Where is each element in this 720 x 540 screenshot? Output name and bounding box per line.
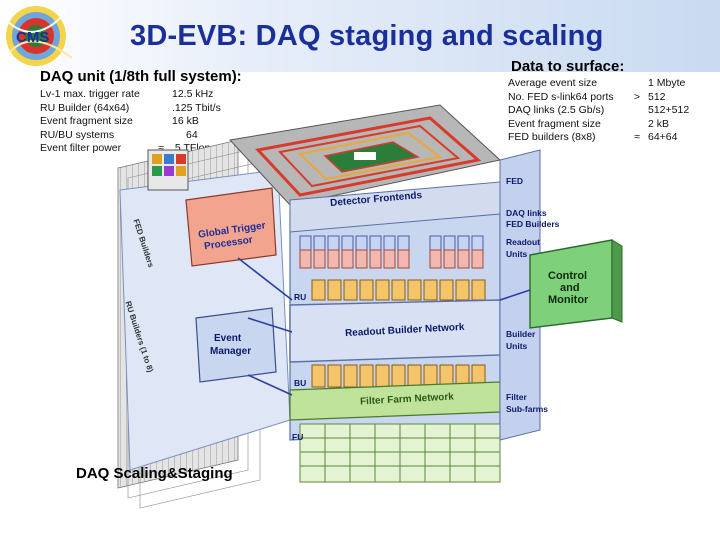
- right-label-builder-units: Units: [506, 341, 528, 351]
- param-label: No. FED s-link64 ports: [508, 90, 614, 103]
- right-label-sub-farms: Sub-farms: [506, 404, 549, 414]
- right-label-units: Units: [506, 249, 528, 259]
- param-label: Event fragment size: [40, 115, 133, 127]
- event-manager-box: [195, 307, 277, 383]
- ru-label: RU: [294, 292, 307, 302]
- fed-boxes-row: [299, 235, 484, 259]
- detector-frontends-label: Detector Frontends: [329, 190, 423, 209]
- readout-units-row: [299, 249, 484, 269]
- detector-frontends-bar: [289, 181, 501, 233]
- param-op: ≈: [158, 142, 164, 154]
- event-manager-label-1: Event: [214, 333, 242, 344]
- control-monitor-label-2: and: [560, 282, 580, 294]
- surface-heading: Data to surface:: [511, 58, 625, 75]
- daq-unit-heading: DAQ unit (1/8th full system):: [40, 68, 242, 85]
- detector-frontends-pattern: [255, 116, 482, 197]
- right-label-fed: FED: [506, 176, 523, 186]
- right-label-fed-builders: FED Builders: [506, 219, 560, 229]
- param-label: Lv-1 max. trigger rate: [40, 88, 140, 100]
- daq-unit-row: Event fragment size 16 kB: [40, 115, 221, 129]
- param-label: RU Builder (64x64): [40, 101, 130, 114]
- bu-label: BU: [294, 378, 307, 388]
- trigger-grid-icon: [147, 149, 189, 191]
- left-plane: [119, 169, 291, 471]
- param-label: FED builders (8x8): [508, 131, 596, 143]
- param-value: 64: [186, 128, 198, 141]
- fu-grid: [299, 423, 501, 483]
- param-op: [626, 77, 648, 91]
- page-title: 3D-EVB: DAQ staging and scaling: [130, 20, 604, 52]
- readout-builder-network-label: Readout Builder Network: [344, 321, 465, 340]
- title-bar: CMS 3D-EVB: DAQ staging and scaling: [0, 0, 720, 72]
- param-value: 512+512: [648, 104, 690, 116]
- fu-label: FU: [292, 432, 304, 442]
- side-label-ru-builders: RU Builders (1 to 8): [123, 300, 155, 374]
- param-value: .125 Tbit/s: [172, 101, 221, 114]
- svg-text:CMS: CMS: [16, 29, 49, 46]
- right-label-builder: Builder: [506, 329, 536, 339]
- surface-row: DAQ links (2.5 Gb/s) 512+512: [508, 104, 689, 118]
- daq-unit-row: Event filter power ≈ .5 TFlop: [40, 142, 221, 156]
- cms-logo-icon: CMS: [6, 6, 73, 66]
- param-value: 12.5 kHz: [172, 88, 214, 100]
- control-monitor-side: [611, 239, 623, 323]
- control-monitor-label-3: Monitor: [548, 294, 589, 306]
- param-value: 2 kB: [648, 117, 670, 130]
- param-op: >: [633, 90, 641, 103]
- daq-unit-table: Lv-1 max. trigger rate 12.5 kHz RU Builde…: [40, 88, 221, 156]
- param-label: Event filter power: [40, 142, 122, 154]
- param-op: ≈: [634, 131, 640, 143]
- right-label-filter: Filter: [506, 392, 527, 402]
- param-op: [626, 118, 648, 132]
- surface-row: No. FED s-link64 ports >512: [508, 91, 689, 105]
- diagram-caption: DAQ Scaling&Staging: [76, 465, 233, 482]
- right-label-readout: Readout: [506, 237, 540, 247]
- control-monitor-label-1: Control: [548, 270, 588, 282]
- param-label: Event fragment size: [508, 117, 601, 130]
- detector-top-plane: [229, 104, 502, 206]
- surface-row: FED builders (8x8) ≈64+64: [508, 131, 689, 145]
- daq-unit-row: RU/BU systems 64: [40, 129, 221, 143]
- param-value: 1 Mbyte: [648, 77, 686, 89]
- param-value: 512: [648, 90, 666, 103]
- bu-boxes-row: [311, 364, 486, 388]
- daq-unit-row: RU Builder (64x64) .125 Tbit/s: [40, 102, 221, 116]
- side-label-fed-builders: FED Builders: [131, 218, 156, 269]
- param-label: DAQ links (2.5 Gb/s): [508, 104, 605, 116]
- param-value: .5 TFlop: [172, 142, 211, 154]
- param-value: 16 kB: [172, 115, 199, 127]
- surface-table: Average event size 1 Mbyte No. FED s-link…: [508, 77, 689, 145]
- event-manager-label-2: Manager: [210, 346, 252, 357]
- param-value: 64+64: [648, 131, 678, 143]
- surface-row: Average event size 1 Mbyte: [508, 77, 689, 91]
- right-label-daq-links: DAQ links: [506, 208, 547, 218]
- param-op: [626, 104, 648, 118]
- daq-unit-row: Lv-1 max. trigger rate 12.5 kHz: [40, 88, 221, 102]
- param-label: Average event size: [508, 77, 598, 89]
- param-label: RU/BU systems: [40, 128, 115, 141]
- filter-farm-network-label: Filter Farm Network: [359, 391, 455, 408]
- surface-row: Event fragment size 2 kB: [508, 118, 689, 132]
- ru-boxes-row: [311, 279, 486, 301]
